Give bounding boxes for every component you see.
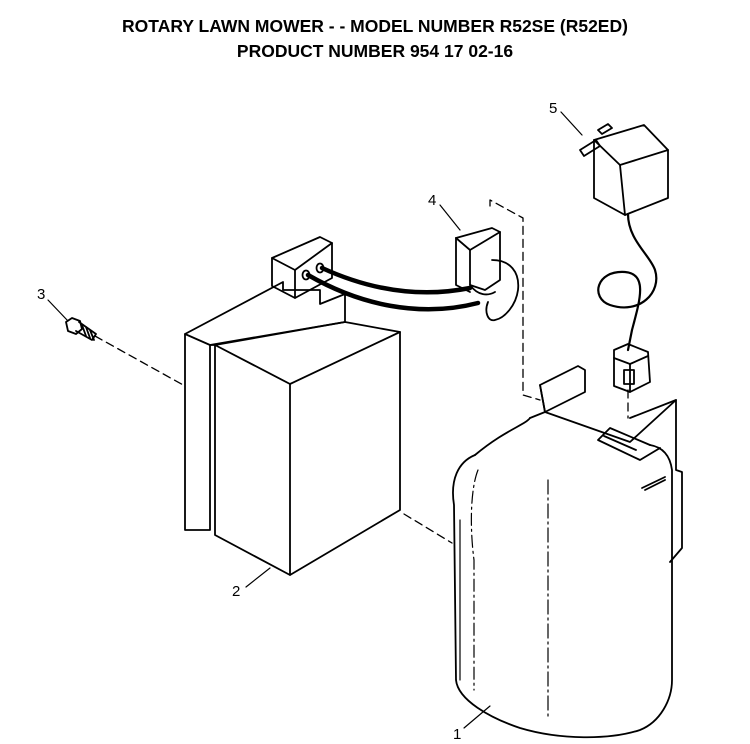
callout-numbers: 1 2 3 4 5 bbox=[37, 100, 557, 743]
callout-part-5: 5 bbox=[549, 100, 557, 117]
callout-part-1: 1 bbox=[453, 726, 461, 743]
wire-harness bbox=[305, 227, 520, 322]
title-line-1: ROTARY LAWN MOWER - - MODEL NUMBER R52SE… bbox=[122, 16, 628, 36]
battery-pack bbox=[184, 236, 401, 576]
callout-leaders bbox=[47, 111, 583, 729]
title-line-2: PRODUCT NUMBER 954 17 02-16 bbox=[236, 41, 514, 61]
callout-part-4: 4 bbox=[428, 192, 436, 209]
callout-part-3: 3 bbox=[37, 286, 45, 303]
battery-charger bbox=[579, 123, 669, 393]
page-title: ROTARY LAWN MOWER - - MODEL NUMBER R52SE… bbox=[0, 14, 750, 64]
assembly-guide-lines bbox=[94, 199, 629, 544]
battery-cover bbox=[452, 365, 683, 739]
screw bbox=[65, 317, 97, 341]
callout-part-2: 2 bbox=[232, 583, 240, 600]
